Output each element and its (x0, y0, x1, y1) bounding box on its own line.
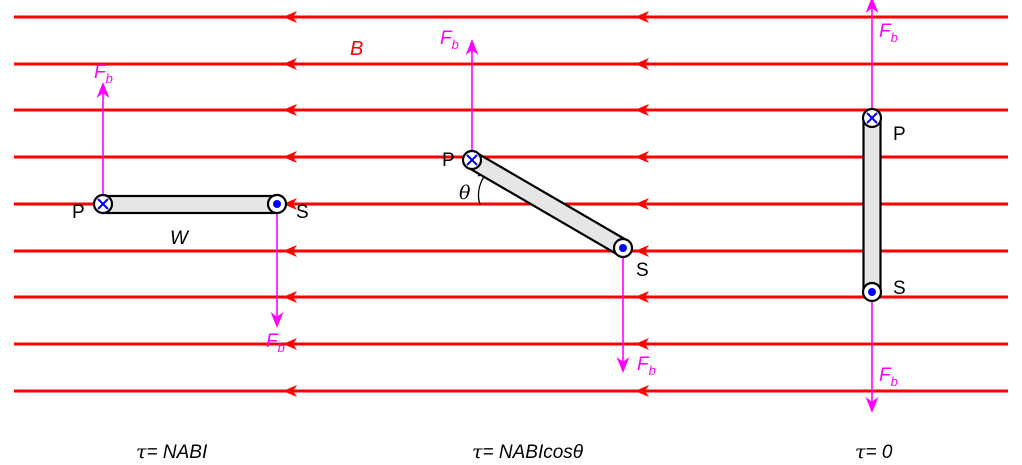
s-label: S (296, 202, 309, 223)
s-label: S (893, 278, 906, 299)
force-subscript: b (278, 340, 285, 355)
torque-equation: τ= 0 (855, 441, 893, 463)
force-subscript: b (891, 374, 898, 389)
equation-text: = NABIcosθ (483, 442, 584, 463)
field-arrowhead (283, 385, 297, 397)
force-label: Fb (94, 62, 113, 86)
force-symbol: F (266, 331, 279, 352)
current-out-of-page-icon (861, 281, 883, 303)
field-arrowhead (283, 338, 297, 350)
p-label: P (442, 150, 455, 171)
force-symbol: F (879, 365, 892, 386)
field-arrowhead (283, 58, 297, 70)
equation-text: = 0 (866, 442, 893, 463)
field-arrowhead (283, 11, 297, 23)
field-arrowhead (635, 385, 649, 397)
tau-symbol: τ (855, 441, 866, 463)
force-label: Fb (879, 21, 898, 45)
force-symbol: F (94, 62, 107, 83)
coil-panel-perpendicular: P S Fb Fb τ= 0 (855, 0, 906, 463)
torque-equation: τ= NABI (136, 441, 208, 463)
coil-panel-angled: P S θ Fb Fb τ= NABIcosθ (440, 28, 656, 463)
field-arrowhead (283, 198, 297, 210)
field-arrowhead (635, 151, 649, 163)
force-subscript: b (106, 71, 113, 86)
magnetic-field-lines (14, 11, 1008, 397)
coil-panel-parallel: P S W Fb Fb τ= NABI (72, 62, 309, 463)
field-arrowhead (635, 291, 649, 303)
force-label: Fb (879, 365, 898, 389)
force-subscript: b (452, 37, 459, 52)
current-into-page-icon (461, 149, 483, 171)
field-arrowhead (283, 151, 297, 163)
force-symbol: F (879, 21, 892, 42)
force-subscript: b (649, 363, 656, 378)
p-label: P (72, 202, 85, 223)
equation-text: = NABI (147, 442, 208, 463)
current-into-page-icon (861, 107, 883, 129)
tau-symbol: τ (136, 441, 147, 463)
field-arrowhead (283, 245, 297, 257)
field-arrowhead (635, 104, 649, 116)
coil-side-view (101, 194, 279, 215)
width-label: W (170, 228, 190, 249)
coil-side-view (862, 116, 882, 294)
force-label: Fb (440, 28, 459, 52)
field-arrowhead (283, 291, 297, 303)
field-arrowhead (635, 198, 649, 210)
current-into-page-icon (92, 193, 114, 215)
s-label: S (636, 260, 649, 281)
field-arrowhead (635, 338, 649, 350)
force-symbol: F (440, 28, 453, 49)
angle-label: θ (459, 182, 471, 204)
p-label: P (893, 124, 906, 145)
current-out-of-page-icon (266, 193, 288, 215)
field-arrowhead (283, 104, 297, 116)
field-arrowhead (635, 11, 649, 23)
current-out-of-page-icon (612, 237, 634, 259)
force-label: Fb (266, 331, 285, 355)
field-arrowhead (635, 58, 649, 70)
force-subscript: b (891, 30, 898, 45)
field-label: B (350, 38, 363, 60)
torque-equation: τ= NABIcosθ (472, 441, 584, 463)
tau-symbol: τ (472, 441, 483, 463)
field-arrowhead (635, 245, 649, 257)
force-symbol: F (637, 354, 650, 375)
force-label: Fb (637, 354, 656, 378)
